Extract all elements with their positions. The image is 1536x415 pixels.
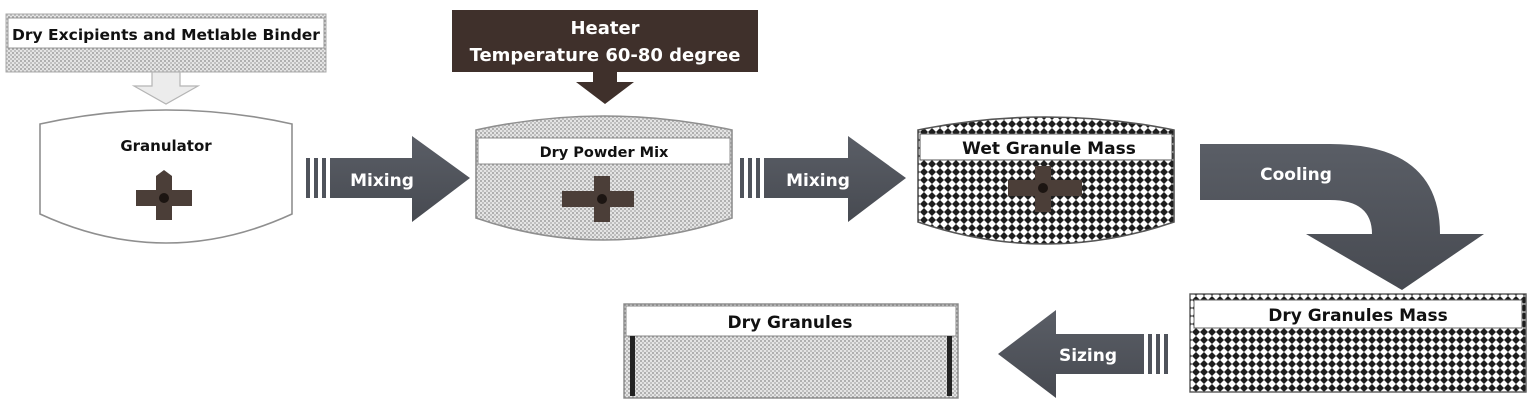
mixing-arrow-2-shape [764,136,906,222]
mixing-arrow-1-label: Mixing [350,171,414,191]
source-box: Dry Excipients and Metlable Binder [5,13,327,73]
mixing-arrow-1-shape [330,136,470,222]
source-box-label-band [7,17,325,49]
dry-granules-label-band [625,305,957,337]
dry-granules-mass-label: Dry Granules Mass [1268,306,1448,326]
heater-box-body [452,10,758,72]
dry-powder-label: Dry Powder Mix [540,145,669,161]
dry-granules-mass-label-band [1193,299,1523,329]
dry-granules-label: Dry Granules [728,313,853,333]
sizing-arrow-shape [998,310,1144,398]
heater-title: Heater [570,18,639,39]
mixing-arrow-1: Mixing [306,136,470,222]
granulator-vessel: Granulator [39,109,293,244]
dry-granules-right-wall [947,336,952,396]
dry-powder-label-band [477,137,731,165]
source-box-label: Dry Excipients and Metlable Binder [12,26,320,44]
dry-powder-vessel: Dry Powder Mix [475,115,733,241]
granulator-impeller-icon [136,170,192,220]
wet-granule-label-band [919,133,1173,161]
heater-down-arrow [576,72,634,104]
mixing-arrow-2-label: Mixing [786,171,850,191]
dry-granules-mass-box: Dry Granules Mass [1189,293,1527,393]
dry-granules-box: Dry Granules [623,303,959,399]
mixing-arrow-2: Mixing [740,136,906,222]
sizing-arrow: Sizing [998,310,1168,398]
wet-granule-impeller-icon [1008,166,1082,212]
feed-down-arrow [131,71,201,105]
wet-granule-vessel: Wet Granule Mass [917,116,1175,245]
sizing-arrow-label: Sizing [1059,346,1117,366]
wet-granule-label: Wet Granule Mass [962,139,1136,159]
heater-box: Heater Temperature 60-80 degree [452,10,758,104]
dry-granules-left-wall [630,336,635,396]
cooling-arrow-shape [1200,144,1484,290]
dry-powder-impeller-icon [562,176,634,222]
cooling-arrow: Cooling [1200,144,1484,290]
heater-subtitle: Temperature 60-80 degree [470,45,741,66]
granulator-label: Granulator [120,137,212,155]
cooling-arrow-label: Cooling [1260,165,1332,185]
